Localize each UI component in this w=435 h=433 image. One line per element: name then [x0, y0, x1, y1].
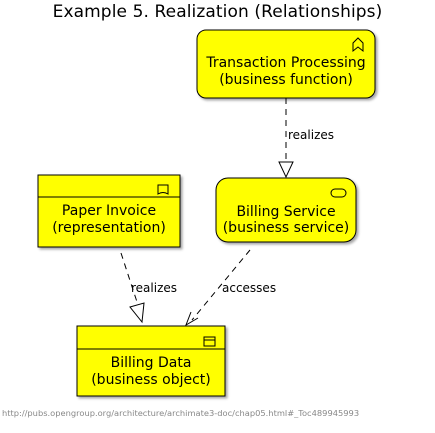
- source-url[interactable]: http://pubs.opengroup.org/architecture/a…: [2, 408, 360, 418]
- billing-service-type: (business service): [223, 220, 350, 236]
- paper-invoice-name: Paper Invoice: [62, 203, 156, 219]
- realizes-label-1: realizes: [288, 128, 334, 142]
- diagram-title: Example 5. Realization (Relationships): [52, 2, 383, 22]
- transaction-processing-element[interactable]: Transaction Processing (business functio…: [196, 29, 376, 99]
- billing-data-type: (business object): [91, 372, 211, 388]
- billing-service-name: Billing Service: [236, 204, 335, 220]
- realizes-label-2: realizes: [131, 281, 177, 295]
- transaction-processing-type: (business function): [219, 72, 353, 88]
- paper-invoice-element[interactable]: Paper Invoice (representation): [37, 174, 181, 248]
- billing-service-element[interactable]: Billing Service (business service): [215, 177, 357, 243]
- billing-data-element[interactable]: Billing Data (business object): [76, 325, 226, 397]
- billing-data-name: Billing Data: [111, 355, 192, 371]
- realization-invoice-to-billing-data[interactable]: [120, 252, 145, 324]
- representation-icon: [157, 184, 169, 195]
- accesses-label: accesses: [222, 281, 276, 295]
- business-function-icon: [352, 37, 364, 53]
- business-service-icon: [330, 188, 347, 198]
- paper-invoice-type: (representation): [52, 220, 166, 236]
- business-object-icon: [203, 336, 216, 347]
- realization-tp-to-billing-service[interactable]: [278, 98, 294, 179]
- access-billing-service-to-billing-data[interactable]: [185, 249, 251, 327]
- transaction-processing-name: Transaction Processing: [205, 55, 365, 71]
